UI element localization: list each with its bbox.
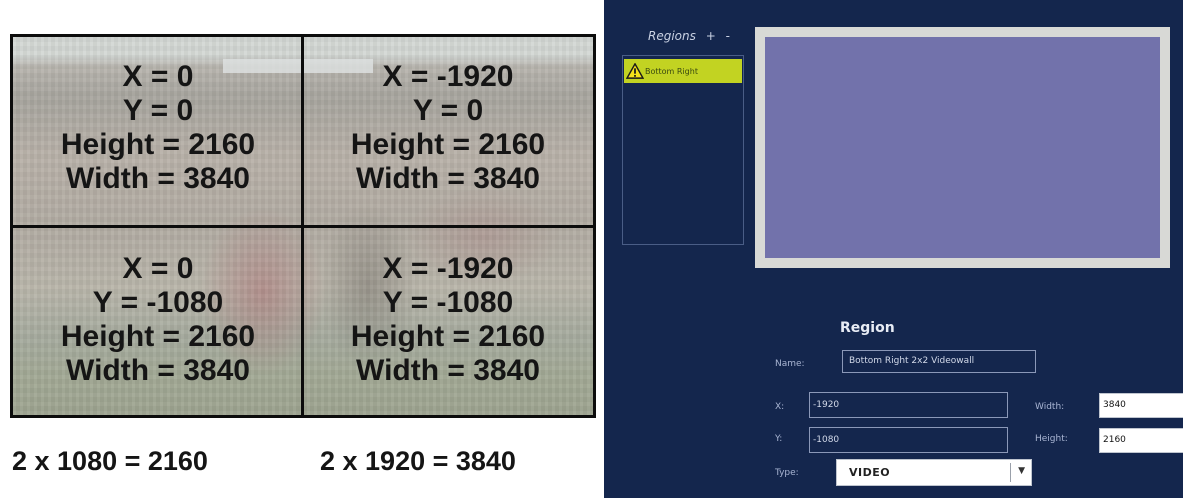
cell-y-value: Y = -1080 (92, 286, 224, 319)
cell-top-left: X = 0 Y = 0 Height = 2160 Width = 3840 (13, 37, 303, 223)
cell-bottom-left: X = 0 Y = -1080 Height = 2160 Width = 38… (13, 225, 303, 415)
x-label: X: (775, 402, 785, 412)
region-list-item-label: Bottom Right (645, 66, 698, 76)
x-input[interactable]: -1920 (809, 392, 1008, 418)
add-region-button[interactable]: + (705, 29, 716, 43)
cell-height-value: Height = 2160 (60, 320, 256, 353)
cell-x-value: X = -1920 (382, 60, 514, 93)
cell-x-value: X = 0 (122, 252, 194, 285)
cell-x-value: X = 0 (122, 60, 194, 93)
type-label: Type: (775, 468, 799, 478)
cell-x-value: X = -1920 (382, 252, 514, 285)
cell-top-right: X = -1920 Y = 0 Height = 2160 Width = 38… (303, 37, 593, 223)
cell-height-value: Height = 2160 (60, 128, 256, 161)
name-label: Name: (775, 359, 805, 369)
regions-label: Regions (648, 29, 696, 43)
region-list-item[interactable]: Bottom Right (624, 59, 742, 83)
warning-icon (626, 63, 644, 79)
region-list: Bottom Right (622, 55, 744, 245)
stadium-roof (223, 59, 373, 73)
dropdown-arrow-icon: ▼ (1018, 466, 1025, 476)
cell-y-value: Y = 0 (412, 94, 484, 127)
cell-width-value: Width = 3840 (66, 162, 250, 195)
cell-y-value: Y = -1080 (382, 286, 514, 319)
y-input[interactable]: -1080 (809, 427, 1008, 453)
type-select-value: VIDEO (849, 466, 891, 479)
cell-width-value: Width = 3840 (66, 354, 250, 387)
cell-height-value: Height = 2160 (350, 128, 546, 161)
region-preview (755, 27, 1170, 268)
cell-y-value: Y = 0 (122, 94, 194, 127)
height-calculation: 2 x 1080 = 2160 (12, 446, 208, 476)
grid-divider-horizontal (13, 225, 593, 228)
remove-region-button[interactable]: - (725, 29, 730, 43)
cell-height-value: Height = 2160 (350, 320, 546, 353)
cell-bottom-right: X = -1920 Y = -1080 Height = 2160 Width … (303, 225, 593, 415)
width-label: Width: (1035, 402, 1065, 412)
regions-header: Regions + - (648, 29, 730, 43)
width-calculation: 2 x 1920 = 3840 (320, 446, 516, 476)
cell-width-value: Width = 3840 (356, 162, 540, 195)
height-input[interactable]: 2160 (1099, 428, 1183, 453)
cell-width-value: Width = 3840 (356, 354, 540, 387)
height-label: Height: (1035, 434, 1068, 444)
region-preview-area[interactable] (765, 37, 1160, 258)
form-title: Region (840, 320, 895, 336)
name-input[interactable]: Bottom Right 2x2 Videowall (842, 350, 1036, 373)
videowall-diagram: X = 0 Y = 0 Height = 2160 Width = 3840 X… (10, 34, 596, 418)
width-input[interactable]: 3840 (1099, 393, 1183, 418)
type-select[interactable]: VIDEO ▼ (836, 459, 1032, 486)
region-config-panel: Regions + - Bottom Right Region Name: Bo… (604, 0, 1183, 498)
y-label: Y: (775, 434, 783, 444)
